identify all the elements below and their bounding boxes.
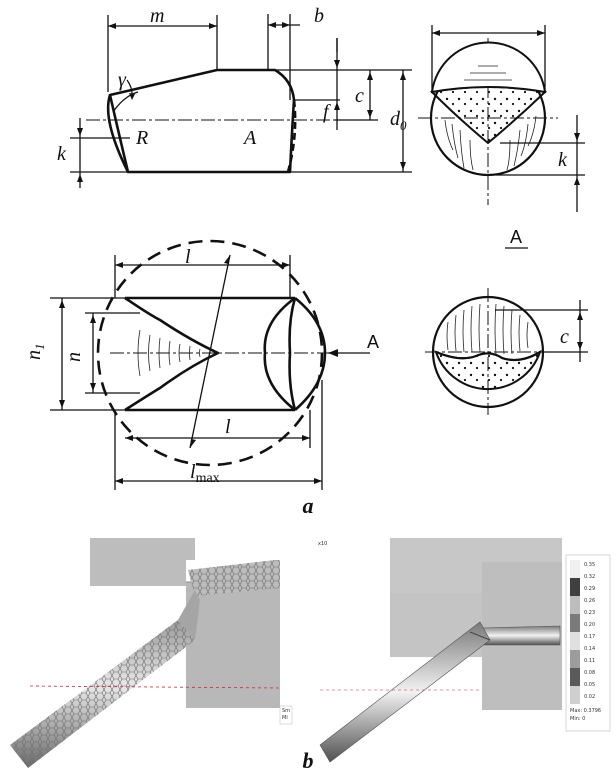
label-b: b — [314, 5, 324, 27]
label-l-top: l — [185, 246, 191, 268]
label-k-side: k — [57, 143, 67, 165]
side-view-rear-edge — [286, 99, 297, 173]
label-n1: n1 — [23, 344, 47, 361]
caption-a: a — [303, 493, 314, 518]
right-simulation: x10 0.35 0.32 0.29 0.26 0.23 0.20 0.17 0… — [318, 538, 611, 763]
side-view: m b γ f c d0 k R A — [57, 5, 412, 188]
plan-view: l l lmax n1 n A — [23, 239, 379, 490]
legend-tick-10: 0.05 — [584, 682, 595, 688]
legend-max: Max: 0.3796 — [570, 708, 601, 714]
label-l-bottom: l — [225, 416, 231, 438]
legend-tick-0: 0.35 — [584, 562, 595, 568]
legend-tick-5: 0.20 — [584, 622, 595, 628]
legend-tick-4: 0.23 — [584, 610, 595, 616]
label-A-arrow: A — [367, 332, 379, 352]
left-simulation: Sm Mi — [10, 538, 300, 768]
left-legend-fragment-2: Mi — [282, 715, 288, 721]
diagonal-line — [189, 254, 231, 449]
label-c-section: c — [560, 326, 569, 348]
caption-b: b — [303, 748, 314, 773]
legend-min: Min: 0 — [570, 716, 585, 722]
label-lmax: lmax — [190, 461, 220, 486]
label-c: c — [355, 85, 364, 107]
label-f: f — [323, 101, 331, 123]
label-m: m — [150, 5, 164, 27]
label-k-end: k — [558, 149, 568, 171]
legend-tick-6: 0.17 — [584, 634, 595, 640]
label-R: R — [135, 127, 148, 149]
end-view: k — [418, 25, 585, 212]
left-block — [186, 582, 280, 708]
left-legend-fragment-1: Sm — [282, 708, 290, 714]
legend-tick-1: 0.32 — [584, 574, 595, 580]
side-view-front-face — [106, 94, 130, 173]
right-top-fragment: x10 — [318, 541, 327, 547]
side-view-outline — [108, 68, 296, 174]
section-view: c — [425, 288, 588, 415]
label-gamma: γ — [118, 69, 127, 91]
legend-tick-3: 0.26 — [584, 598, 595, 604]
label-n: n — [63, 352, 85, 362]
legend-tick-8: 0.11 — [584, 658, 595, 664]
legend-tick-2: 0.29 — [584, 586, 595, 592]
legend-tick-11: 0.02 — [584, 694, 595, 700]
label-A: A — [242, 127, 257, 149]
plan-view-wedge — [124, 296, 220, 412]
section-title: A — [505, 227, 528, 249]
legend-tick-9: 0.08 — [584, 670, 595, 676]
svg-text:A: A — [510, 227, 522, 247]
label-d0: d0 — [390, 108, 407, 133]
legend-tick-7: 0.14 — [584, 646, 595, 652]
